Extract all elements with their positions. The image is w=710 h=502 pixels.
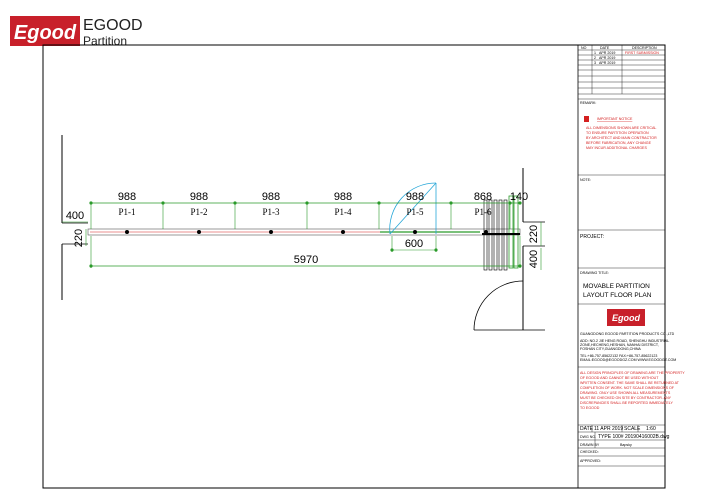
notice-icon <box>584 116 589 122</box>
left-offset-label: 400 <box>66 210 84 222</box>
address-line: ADD: NO.2 JIE HENG ROAD, SHENGHU INDUSTR… <box>580 339 669 343</box>
rev-no: 3 <box>594 61 596 65</box>
rev-date: APR 2019 <box>599 61 615 65</box>
title-block: NO DATE DESCRIPTION 1 APR 2019 FIRST SUB… <box>577 45 685 488</box>
dim-label: 988 <box>334 191 352 203</box>
notice-line: BY ARCHITECT AND MAIN CONTRACTOR <box>586 136 657 140</box>
company-logo <box>607 309 645 326</box>
drawing-title-line: LAYOUT FLOOR PLAN <box>583 292 652 299</box>
hinge-dot <box>125 230 129 234</box>
rev-header-no: NO <box>581 46 587 50</box>
panel-hinges <box>125 230 488 234</box>
stacked-panels <box>482 195 520 271</box>
door-width-dim <box>390 236 438 252</box>
date-value: 11 APR 2019 <box>594 426 623 432</box>
dim-label: 988 <box>406 191 424 203</box>
right-depth-label: 220 <box>528 225 540 243</box>
hinge-dot <box>269 230 273 234</box>
drawing-title-line: MOVABLE PARTITION <box>583 283 650 290</box>
overall-length-label: 5970 <box>294 254 318 266</box>
dim-label: 868 <box>474 191 492 203</box>
panel-label: P1-5 <box>406 207 424 217</box>
floor-plan: 988 988 988 988 988 868 140 P1-1 P1-2 P1… <box>61 135 545 331</box>
rev-no: 1 <box>594 51 596 55</box>
address-line: ZONE,HECHENG,HESHAN, NANHAI DISTRICT, <box>580 343 659 347</box>
hinge-dot <box>197 230 201 234</box>
address-line: FOSHAN CITY,GUANGDONG,CHINA <box>580 347 641 351</box>
panel-label: P1-3 <box>262 207 280 217</box>
copyright-line: WRITTEN CONSENT. THE SAME SHALL BE RETUR… <box>580 381 680 385</box>
panel-label: P1-2 <box>190 207 207 217</box>
approved-label: APPROVED: <box>580 459 601 463</box>
dim-label: 988 <box>118 191 136 203</box>
notice-line: BEFORE FABRICATION, ANY CHANGE <box>586 141 652 145</box>
logo-mark-text: Egood <box>14 22 77 44</box>
rev-header-date: DATE <box>600 46 610 50</box>
top-dimension-line <box>89 201 522 229</box>
dwg-value: TYPE 100# 20190416002B.dwg <box>598 434 670 440</box>
copyright-line: DISCREPANCIES SHALL BE REPORTED IMMEDIAT… <box>580 401 673 405</box>
company-logo-text: Egood <box>612 313 640 323</box>
drawing-title-label: DRAWING TITLE: <box>580 271 609 275</box>
dim-label: 140 <box>510 191 528 203</box>
side-door-swing <box>473 280 524 331</box>
panel-label: P1-4 <box>334 207 352 217</box>
panel-label: P1-6 <box>474 207 492 217</box>
company-name: GUANGDONG EGOOD PARTITION PRODUCTS CO.,L… <box>580 332 675 336</box>
left-depth-label: 220 <box>73 229 85 247</box>
scale-label: SCALE <box>624 426 641 432</box>
rev-desc: FIRST SUBMISSION <box>625 51 659 55</box>
revision-table <box>578 45 665 95</box>
rev-date: APR 2019 <box>599 51 615 55</box>
checked-label: CHECKED: <box>580 450 599 454</box>
rev-no: 2 <box>594 56 596 60</box>
panel-label: P1-1 <box>118 207 135 217</box>
remark-label: REMARK: <box>580 101 596 105</box>
rev-header-desc: DESCRIPTION <box>632 46 657 50</box>
copyright-line: OF EGOOD AND CANNOT BE USED WITHOUT <box>580 376 659 380</box>
hinge-dot <box>341 230 345 234</box>
notice-line: ALL DIMENSIONS SHOWN ARE CRITICAL <box>586 126 656 130</box>
drawn-value: Bapsky <box>620 443 632 447</box>
pass-door-swing <box>389 182 437 235</box>
hinge-dot <box>413 230 417 234</box>
note-label: NOTE: <box>580 178 591 182</box>
overall-dim <box>89 236 522 268</box>
dwg-label: DWG NO. <box>580 435 596 439</box>
copyright-line: ALL DESIGN PRINCIPLES OF DRAWING ARE THE… <box>580 371 685 375</box>
info-grid <box>578 424 665 467</box>
notice-line: MAY INCUR ADDITIONAL CHARGES <box>586 146 647 150</box>
door-width-label: 600 <box>405 238 423 250</box>
project-label: PROJECT: <box>580 234 604 240</box>
egood-logo: Egood EGOOD Partition <box>10 12 160 48</box>
contact-line: EMAIL:EGOOD@EGOODGZ.COM WWW.EGOODGZ.COM <box>580 358 676 362</box>
pass-door-leaf <box>389 182 437 235</box>
right-offset-label: 400 <box>528 250 540 268</box>
rev-date: APR 2019 <box>599 56 615 60</box>
drawn-label: DRAWN BY <box>580 443 600 447</box>
dim-label: 988 <box>190 191 208 203</box>
date-label: DATE <box>580 426 594 432</box>
brand-name: EGOOD <box>83 17 143 34</box>
notice-title: IMPORTANT NOTICE <box>597 117 633 121</box>
dim-label: 988 <box>262 191 280 203</box>
scale-value: 1:60 <box>646 426 656 432</box>
contact-line: TEL:+86-757-85622132 FAX:+86-757-8562212… <box>580 354 657 358</box>
copyright-line: TO EGOOD <box>580 406 600 410</box>
logo-mark-background <box>10 16 80 46</box>
notice-line: TO ENSURE PARTITION OPERATION <box>586 131 649 135</box>
copyright-line: COMPLETION OF WORK. NOT SCALE DIMENSIONS… <box>580 386 675 390</box>
copyright-line: MUST BE CHECKED ON SITE BY CONTRACTOR. A… <box>580 396 672 400</box>
sheet-border <box>42 44 666 489</box>
copyright-line: DRAWING. ONLY USE SHOWN ALL MEASUREMENTS <box>580 391 671 395</box>
